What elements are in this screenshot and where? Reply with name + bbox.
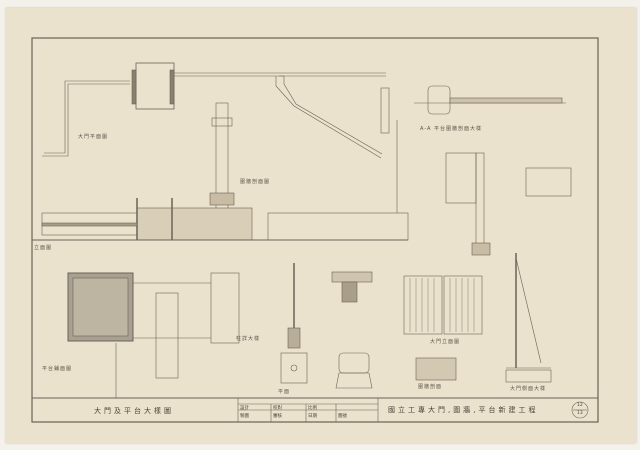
wall-section-column [209, 102, 235, 214]
column-detail [280, 263, 308, 384]
view-label-section-aa: A-A 平台圍牆剖面大樣 [420, 126, 483, 132]
title-cell-approve: 審核 [273, 414, 282, 419]
sheet-title: 大門及平台大樣圖 [94, 407, 174, 415]
view-label-wall-section: 圍牆剖面圖 [240, 179, 271, 185]
view-label-gate-side: 大門側面大樣 [510, 386, 547, 392]
section-detail [414, 85, 572, 256]
title-cell-number: 圖號 [338, 414, 347, 419]
title-cell-check: 校對 [273, 406, 282, 411]
title-cell-scale: 比例 [308, 406, 317, 411]
elevation-wall [32, 120, 409, 241]
sheet-total: 13 [577, 411, 583, 416]
view-label-elevation: 立面圖 [34, 245, 53, 251]
sheet-number: 12 [577, 403, 583, 408]
project-title: 國立工專大門,圍牆,平台新建工程 [388, 406, 539, 414]
view-label-platform-plan: 平台鋪面圖 [42, 366, 73, 372]
view-label-plan-small: 平面 [278, 389, 291, 395]
sheet-number-circle [571, 401, 589, 419]
title-cell-draft: 製圖 [240, 414, 249, 419]
title-cell-design: 設計 [240, 406, 249, 411]
gate-elevation [403, 275, 483, 381]
view-label-column-detail: 柱詳大樣 [236, 336, 261, 342]
gate-side [505, 253, 552, 383]
view-label-gate-elevation: 大門立面圖 [430, 339, 461, 345]
platform-plan [67, 272, 240, 398]
view-label-gate-plan: 大門平面圖 [78, 134, 109, 140]
curb-details [331, 271, 373, 389]
drawing-sheet: 大門平面圖 圍牆剖面圖 立面圖 平台鋪面圖 大門立面圖 大門側面大樣 圍牆剖面 … [6, 8, 636, 443]
technical-drawing [31, 37, 599, 423]
view-label-wall-detail: 圍牆剖面 [418, 384, 443, 390]
drawing-frame [31, 37, 599, 423]
title-cell-date: 日期 [308, 414, 317, 419]
gate-plan [42, 62, 390, 159]
